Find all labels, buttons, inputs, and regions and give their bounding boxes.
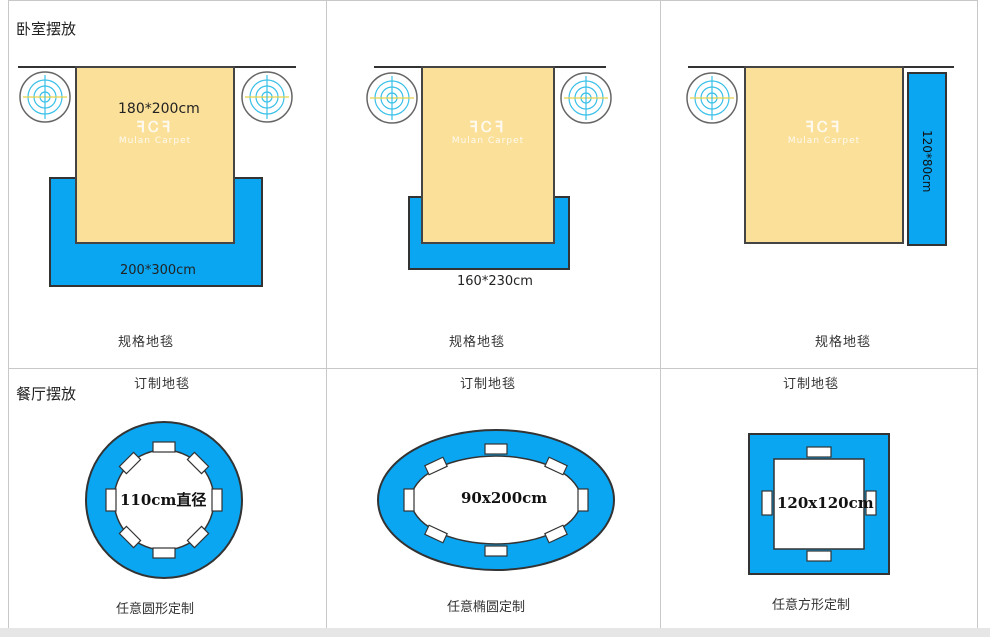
custom-rug-heading: 订制地毯	[134, 377, 191, 392]
nightstand-lamp-icon	[366, 72, 418, 124]
panel-caption: 任意方形定制	[772, 598, 851, 613]
grid-row-divider	[8, 368, 978, 369]
panel-caption: 任意圆形定制	[116, 602, 195, 617]
nightstand-lamp-icon	[19, 71, 71, 123]
watermark-logo: ꟻᏟꟻ Mulan Carpet	[451, 118, 525, 146]
rug-size-label: 160*230cm	[457, 274, 533, 289]
rug-size-label: 200*300cm	[120, 263, 196, 278]
panel-caption: 规格地毯	[449, 335, 506, 350]
custom-rug-heading: 订制地毯	[460, 377, 517, 392]
grid-left-line	[8, 0, 9, 628]
watermark-logo: ꟻᏟꟻ Mulan Carpet	[787, 118, 861, 146]
nightstand-lamp-icon	[686, 72, 738, 124]
bottom-edge	[0, 628, 990, 637]
nightstand-lamp-icon	[560, 72, 612, 124]
grid-right-line	[977, 0, 978, 628]
bedside-runner-rug	[907, 72, 947, 246]
table-size-label: 120x120cm	[777, 494, 874, 512]
nightstand-lamp-icon	[241, 71, 293, 123]
table-size-label: 110cm直径	[120, 491, 207, 509]
panel-caption: 规格地毯	[118, 335, 175, 350]
rug-size-label: 120*80cm	[920, 130, 934, 193]
grid-top-line	[8, 0, 978, 1]
grid-col-divider-2	[660, 0, 661, 628]
table-size-label: 90x200cm	[461, 489, 548, 507]
custom-rug-heading: 订制地毯	[783, 377, 840, 392]
square-table-rug	[748, 433, 890, 575]
round-table-rug	[85, 421, 243, 579]
panel-caption: 规格地毯	[815, 335, 872, 350]
panel-caption: 任意椭圆定制	[447, 600, 526, 615]
bed	[75, 66, 235, 244]
bed	[421, 66, 555, 244]
dining-section-title: 餐厅摆放	[16, 385, 77, 403]
watermark-logo: ꟻᏟꟻ Mulan Carpet	[118, 118, 192, 146]
oval-table-rug	[377, 429, 615, 571]
grid-col-divider-1	[326, 0, 327, 628]
bedroom-section-title: 卧室摆放	[16, 20, 77, 38]
bed	[744, 66, 904, 244]
bed-size-label: 180*200cm	[118, 101, 200, 117]
